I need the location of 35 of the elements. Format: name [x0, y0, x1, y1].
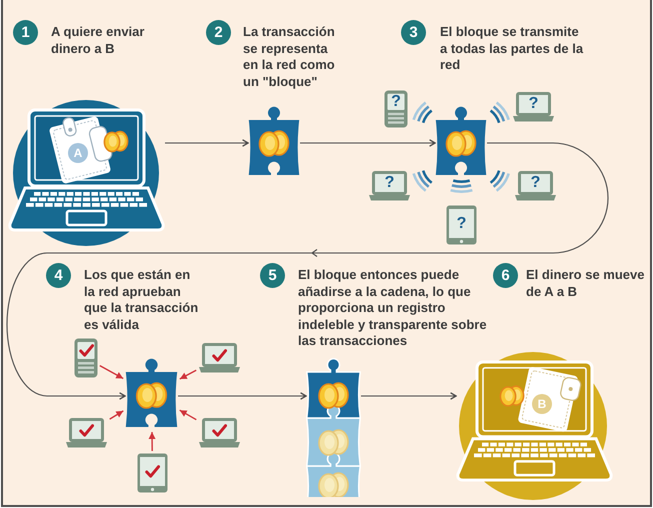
laptop-drawing	[514, 171, 557, 201]
laptop-drawing	[368, 171, 411, 201]
step-caption: A quiere enviar dinero a B	[51, 24, 146, 57]
tablet-drawing	[137, 453, 168, 493]
arrow	[109, 410, 124, 420]
laptop-drawing	[198, 343, 241, 373]
arrow	[99, 364, 124, 380]
arrow	[178, 392, 307, 400]
puzzle-block-drawing	[248, 106, 300, 178]
curved-arrow	[6, 142, 608, 400]
step-caption: El bloque entonces puede añadirse a la cadena, lo que proporciona un registro indeleble y transparente sobre las transacciones	[298, 267, 488, 350]
step-caption: Los que están en la red aprueban que la transacción es válida	[84, 267, 200, 333]
question-mark: ?	[384, 175, 394, 191]
arrow	[165, 139, 249, 147]
question-mark: ?	[456, 216, 466, 232]
laptop-drawing	[198, 418, 241, 448]
question-mark: ?	[391, 94, 401, 110]
puzzle-block-drawing	[435, 106, 487, 178]
question-mark: ?	[528, 96, 538, 112]
laptop-drawing	[65, 418, 108, 448]
step-caption: La transacción se representa en la red como un "bloque"	[243, 24, 336, 90]
arrow	[361, 392, 457, 400]
block-chain-drawing	[306, 358, 361, 497]
tablet-drawing	[446, 205, 477, 245]
phone-drawing	[74, 338, 98, 378]
laptop-drawing	[512, 92, 555, 122]
phone-drawing	[384, 90, 408, 128]
step-caption: El bloque se transmite a todas las partes de la red	[440, 24, 584, 74]
arrow	[148, 432, 156, 451]
arrow	[179, 370, 197, 380]
puzzle-block-drawing	[125, 358, 178, 430]
question-mark: ?	[530, 175, 540, 191]
step-caption: El dinero se mueve de A a B	[526, 267, 646, 300]
arrow	[179, 410, 197, 420]
arrow	[300, 139, 436, 147]
